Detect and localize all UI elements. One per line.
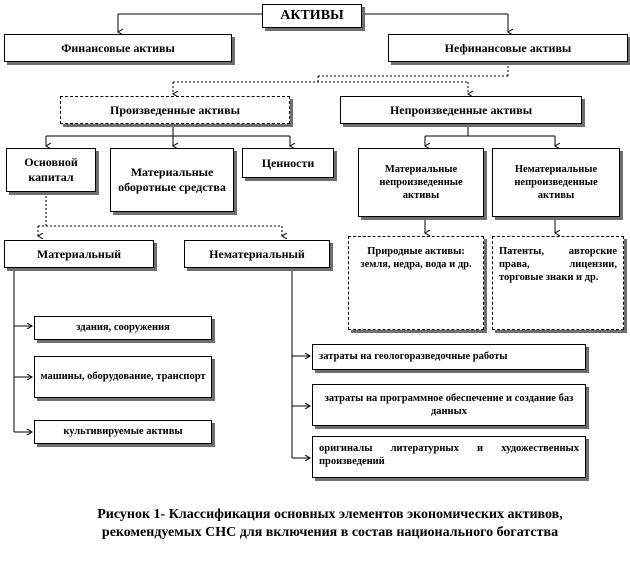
node-software-costs-label: затраты на программное обеспечение и соз… [324,392,574,417]
node-inventories: Материальные оборотные средства [110,148,234,212]
node-nonfinancial-assets: Нефинансовые активы [388,34,628,62]
node-cultivated-assets-label: культивируемые активы [63,426,183,438]
node-originals: оригиналы литературных и художественных … [312,436,586,478]
node-exploration-costs-label: затраты на геологоразведочные работы [319,351,508,363]
node-intangible-nonproduced-label: Нематериальные непроизведенные активы [514,163,598,202]
node-patents: Патенты, авторские права, лицензии, торг… [492,236,624,330]
node-nonproduced-assets: Непроизведенные активы [340,96,582,124]
node-natural-assets: Природные активы: земля, недра, вода и д… [348,236,484,330]
node-cultivated-assets: культивируемые активы [34,420,212,444]
node-tangible-nonproduced-label: Материальные непроизведенные активы [379,163,463,202]
node-machinery-label: машины, оборудование, транспорт [40,371,206,383]
figure-caption-line1: Рисунок 1- Классификация основных элемен… [97,507,563,522]
node-fixed-capital: Основной капитал [6,148,96,192]
node-produced-assets-label: Произведенные активы [110,102,240,117]
figure-caption-line2: рекомендуемых СНС для включения в состав… [101,525,559,540]
node-originals-label: оригиналы литературных и художественных … [319,443,579,468]
node-nonfinancial-assets-label: Нефинансовые активы [444,40,572,55]
node-machinery: машины, оборудование, транспорт [34,356,212,398]
node-buildings-label: здания, сооружения [76,322,170,334]
node-assets: АКТИВЫ [262,4,362,28]
node-produced-assets: Произведенные активы [60,96,290,124]
node-tangible: Материальный [4,240,154,268]
node-intangible: Нематериальный [184,240,330,268]
node-tangible-label: Материальный [36,246,122,261]
node-valuables-label: Ценности [261,155,315,170]
node-tangible-nonproduced: Материальные непроизведенные активы [358,148,484,217]
node-patents-label: Патенты, авторские права, лицензии, торг… [499,246,617,284]
node-valuables: Ценности [242,148,334,178]
node-financial-assets: Финансовые активы [4,34,232,62]
node-assets-label: АКТИВЫ [280,8,344,24]
node-intangible-nonproduced: Нематериальные непроизведенные активы [492,148,620,217]
node-natural-assets-label: Природные активы: земля, недра, вода и д… [360,246,472,271]
node-exploration-costs: затраты на геологоразведочные работы [312,344,586,370]
node-buildings: здания, сооружения [34,316,212,340]
figure-caption: Рисунок 1- Классификация основных элемен… [40,506,620,542]
node-intangible-label: Нематериальный [209,246,305,261]
node-nonproduced-assets-label: Непроизведенные активы [389,102,533,117]
node-financial-assets-label: Финансовые активы [61,40,175,55]
node-fixed-capital-label: Основной капитал [24,155,78,184]
node-software-costs: затраты на программное обеспечение и соз… [312,384,586,426]
node-inventories-label: Материальные оборотные средства [118,165,226,194]
